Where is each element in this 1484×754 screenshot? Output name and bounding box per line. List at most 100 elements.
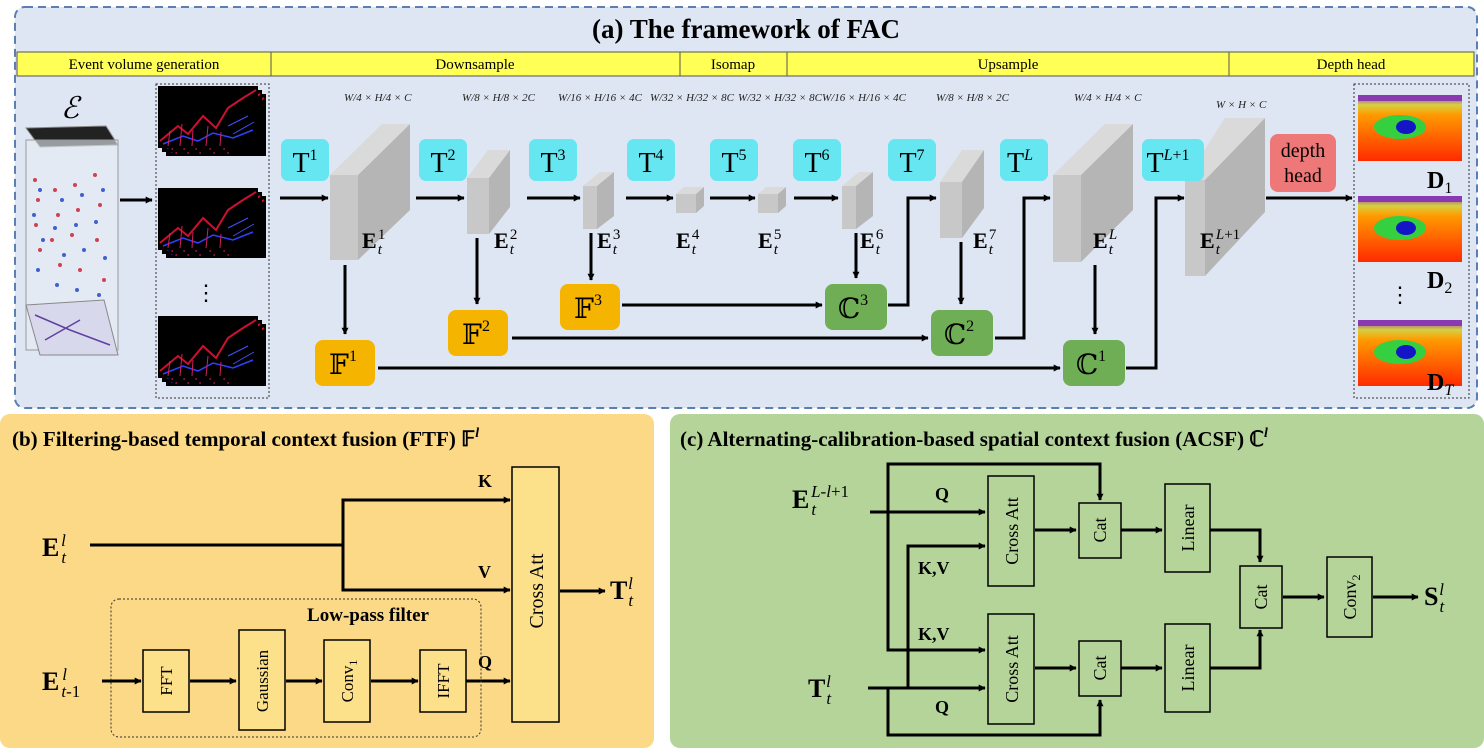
acsf-linear-top (1164, 483, 1211, 573)
ftf-output: Ttl (610, 574, 634, 610)
acsf-conv2-label: Conv2 (1340, 574, 1363, 619)
low-pass-filter-label: Low-pass filter (307, 605, 429, 626)
svg-text:Et5: Et5 (758, 227, 781, 258)
block-el (1053, 124, 1133, 262)
svg-text:W/4 × H/4 × C: W/4 × H/4 × C (344, 92, 412, 104)
acsf-kv-top: K,V (918, 558, 950, 578)
panel-c-background (670, 414, 1484, 748)
section-bar: Event volume generation Downsample Isoma… (16, 51, 1475, 77)
block-e7 (940, 150, 984, 238)
svg-text:W/32 × H/32 × 8C: W/32 × H/32 × 8C (650, 92, 735, 104)
c-nodes: ℂ3 ℂ2 ℂ1 (825, 284, 1125, 386)
acsf-cross-att-top (987, 475, 1035, 587)
ifft-label: IFFT (434, 663, 453, 699)
acsf-linear-bottom-label: Linear (1178, 645, 1198, 692)
acsf-cat-bottom (1078, 640, 1122, 697)
svg-text:Et4: Et4 (676, 227, 700, 258)
block-e5 (758, 187, 786, 213)
acsf-cross-att-top-label: Cross Att (1002, 497, 1022, 565)
acsf-cat-top (1078, 502, 1122, 559)
t-node-l1 (1142, 139, 1204, 181)
fft-block (142, 649, 190, 713)
acsf-output: Stl (1424, 580, 1445, 616)
acsf-cat-top-label: Cat (1090, 518, 1110, 543)
acsf-cat-bottom-label: Cat (1090, 656, 1110, 681)
section-isomap: Isomap (711, 57, 755, 73)
section-downsample: Downsample (435, 57, 514, 73)
svg-text:Et7: Et7 (973, 227, 997, 258)
t-node-1 (281, 139, 329, 181)
depth-head-line1: depth (1281, 140, 1325, 162)
f-nodes: 𝔽1 𝔽2 𝔽3 (315, 284, 620, 386)
t-node-3 (529, 139, 577, 181)
conv1-label: Conv1 (338, 660, 360, 703)
c-node-1 (1063, 340, 1125, 386)
event-symbol: ℰ (61, 92, 82, 125)
panel-a: (a) The framework of FAC Event volume ge… (14, 6, 1478, 409)
ftf-q-label: Q (478, 652, 492, 672)
block-e1 (330, 124, 410, 260)
svg-text:W/4 × H/4 × C: W/4 × H/4 × C (1074, 92, 1142, 104)
section-upsample: Upsample (978, 57, 1039, 73)
depth-outputs: D1 D2 ⋮ DT (1353, 83, 1470, 399)
svg-text:Et6: Et6 (860, 227, 884, 258)
feature-blocks (330, 118, 1265, 276)
gaussian-block (238, 629, 286, 731)
c-node-2 (931, 310, 993, 356)
t-node-6 (793, 139, 841, 181)
svg-text:W/8 × H/8 × 2C: W/8 × H/8 × 2C (936, 92, 1010, 104)
svg-text:W/16 × H/16 × 4C: W/16 × H/16 × 4C (822, 92, 907, 104)
acsf-q-bottom: Q (935, 697, 949, 717)
conv1-block (323, 639, 371, 723)
dim-labels: W/4 × H/4 × C W/8 × H/8 × 2C W/16 × H/16… (344, 92, 1267, 111)
f-node-2 (448, 310, 508, 356)
acsf-conv2 (1326, 556, 1373, 638)
section-depth-head: Depth head (1317, 57, 1386, 73)
output-ellipsis: ⋮ (1389, 282, 1411, 307)
f-node-3 (560, 284, 620, 330)
section-event-volume: Event volume generation (69, 57, 220, 73)
acsf-input-bottom: Ttl (808, 672, 832, 708)
panel-a-background (14, 6, 1478, 409)
acsf-kv-bottom: K,V (918, 624, 950, 644)
t-node-l (1000, 139, 1048, 181)
ftf-v-label: V (478, 562, 491, 582)
t-nodes: T1 T2 T3 T4 T5 T6 T7 TL TL+1 (281, 139, 1204, 181)
acsf-cross-att-bottom (987, 613, 1035, 725)
t-node-4 (627, 139, 675, 181)
svg-text:Et3: Et3 (597, 227, 620, 258)
svg-text:ℂ2: ℂ2 (944, 318, 974, 351)
c-node-3 (825, 284, 887, 330)
ftf-cross-att (511, 466, 560, 723)
panel-c-title: (c) Alternating-calibration-based spatia… (680, 426, 1268, 451)
gaussian-label: Gaussian (253, 649, 272, 712)
panel-b: (b) Filtering-based temporal context fus… (0, 414, 654, 748)
ifft-block (419, 649, 467, 713)
svg-text:W × H × C: W × H × C (1216, 99, 1267, 111)
fft-label: FFT (157, 666, 176, 696)
low-pass-filter-frame (110, 598, 482, 738)
feature-labels: Et1 Et2 Et3 Et4 Et5 Et6 Et7 EtL EtL+1 (362, 227, 1240, 258)
acsf-q-top: Q (935, 484, 949, 504)
t-node-2 (419, 139, 467, 181)
frame-ellipsis: ⋮ (195, 280, 217, 305)
panel-a-title: (a) The framework of FAC (592, 14, 900, 44)
acsf-cross-att-bottom-label: Cross Att (1002, 635, 1022, 703)
f-node-1 (315, 340, 375, 386)
svg-text:T6: T6 (804, 147, 829, 179)
acsf-cat-merge (1239, 565, 1283, 629)
svg-text:Et1: Et1 (362, 227, 385, 258)
t-node-5 (710, 139, 758, 181)
output-d2: D2 (1427, 268, 1452, 297)
ftf-cross-att-label: Cross Att (526, 553, 548, 628)
event-volume: ℰ (25, 92, 119, 356)
block-e6 (842, 172, 873, 229)
panel-b-title: (b) Filtering-based temporal context fus… (12, 426, 479, 451)
acsf-linear-bottom (1164, 623, 1211, 713)
svg-text:W/32 × H/32 × 8C: W/32 × H/32 × 8C (738, 92, 823, 104)
depth-head: depth head (1270, 134, 1336, 192)
block-e4 (676, 187, 704, 213)
acsf-linear-top-label: Linear (1178, 505, 1198, 552)
acsf-cat-merge-label: Cat (1251, 585, 1271, 610)
